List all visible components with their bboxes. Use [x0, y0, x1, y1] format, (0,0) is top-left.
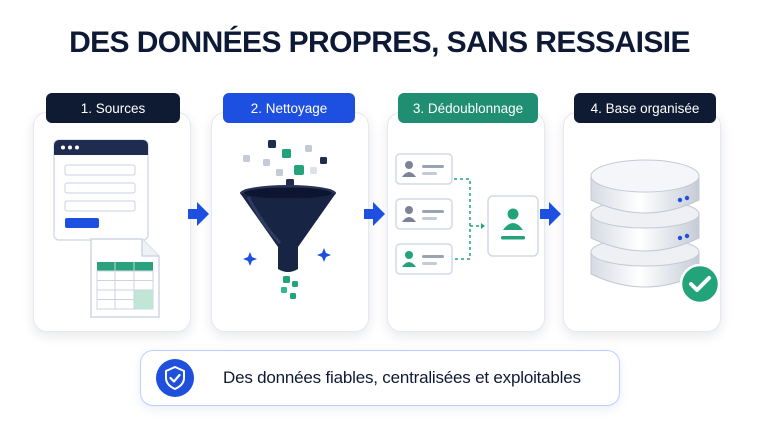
checkmark-badge-icon	[679, 263, 721, 305]
arrow-right-icon	[364, 202, 385, 226]
shield-check-icon	[156, 359, 194, 397]
browser-window-icon	[53, 139, 149, 241]
summary-banner: Des données fiables, centralisées et exp…	[140, 350, 620, 406]
contact-card-icon	[395, 153, 539, 275]
arrow-right-icon	[540, 202, 561, 226]
step-badge-sources: 1. Sources	[46, 93, 180, 123]
step-badge-database: 4. Base organisée	[574, 93, 716, 123]
page-title: DES DONNÉES PROPRES, SANS RESSAISIE	[69, 26, 690, 59]
database-icon	[590, 159, 700, 288]
funnel-icon	[240, 140, 336, 299]
summary-text: Des données fiables, centralisées et exp…	[223, 368, 581, 387]
step-badge-cleaning: 2. Nettoyage	[223, 93, 355, 123]
arrow-right-icon	[188, 202, 209, 226]
step-badge-dedup: 3. Dédoublonnage	[398, 93, 538, 123]
spreadsheet-icon	[90, 238, 160, 318]
